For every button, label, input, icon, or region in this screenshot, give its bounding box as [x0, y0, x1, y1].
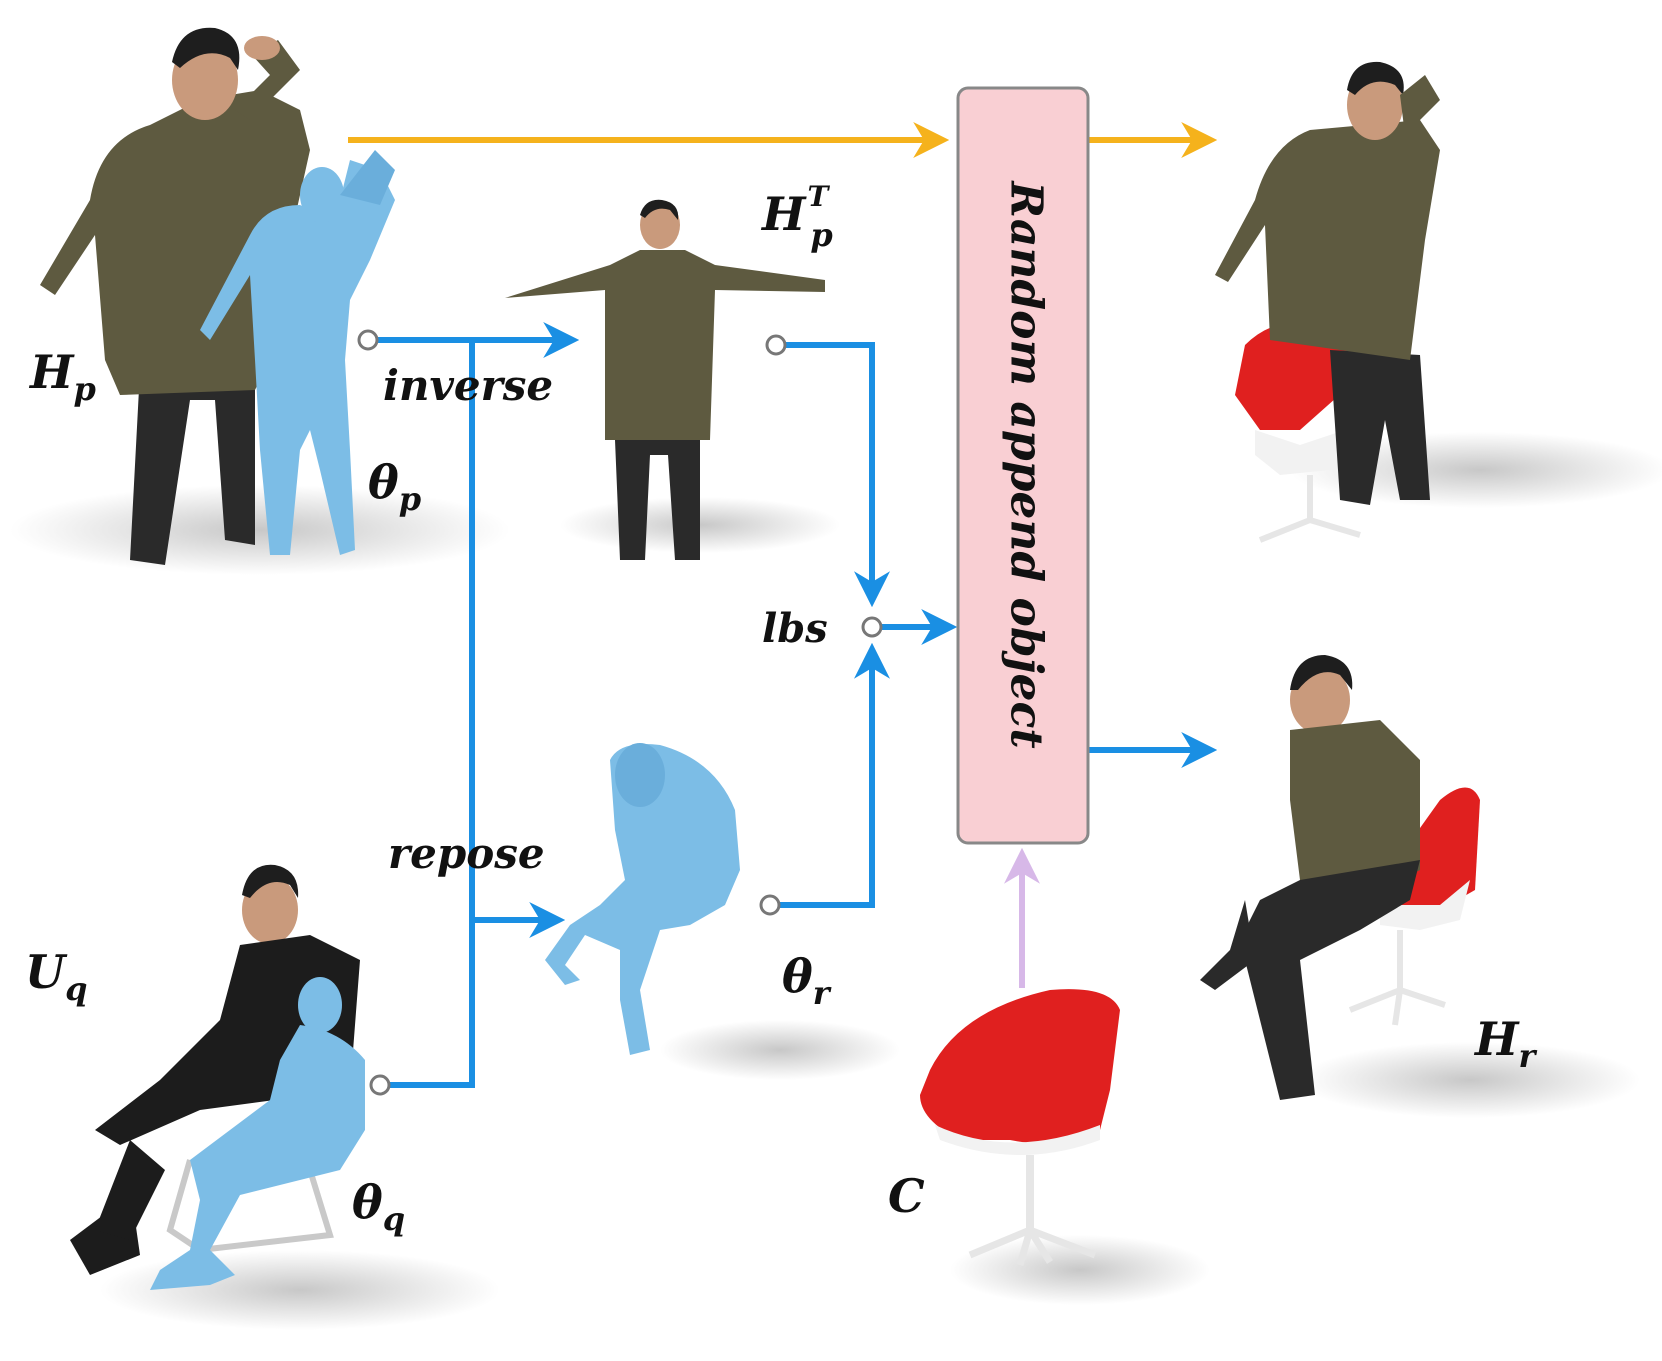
label-theta-r: θr [782, 949, 832, 1012]
label-theta-q: θq [352, 1175, 405, 1238]
label-uq: Uq [25, 945, 88, 1008]
theta-q-blue-body-illustration [150, 977, 365, 1290]
output-hr-seated-illustration [1200, 655, 1480, 1100]
hpt-tpose-person-illustration [505, 199, 825, 560]
junction-theta-q [369, 1074, 391, 1096]
blue-arrow-thetar-to-lbs [775, 642, 890, 908]
label-repose: repose [388, 829, 545, 878]
hp-clothed-person-illustration [40, 27, 310, 565]
label-c: C [888, 1169, 925, 1223]
label-inverse: inverse [383, 361, 553, 410]
output-hp-with-chair-illustration [1215, 61, 1440, 543]
junction-theta-p [357, 329, 379, 351]
label-hp: Hp [28, 345, 96, 408]
junction-hpt [765, 334, 787, 356]
blue-trunk [385, 340, 475, 1088]
label-theta-p: θp [368, 455, 421, 518]
connectors [348, 122, 1218, 1096]
label-hr: Hr [1473, 1012, 1537, 1075]
junction-theta-r [759, 894, 781, 916]
junction-lbs [861, 616, 883, 638]
theta-p-blue-body-illustration [200, 150, 395, 555]
random-append-object-box: Random append object [956, 86, 1090, 845]
blue-arrow-hpt-to-lbs [782, 342, 890, 608]
box-label: Random append object [1001, 179, 1052, 748]
theta-r-blue-body-illustration [545, 743, 740, 1055]
label-lbs: lbs [762, 605, 828, 652]
c-red-chair-illustration [920, 989, 1120, 1266]
